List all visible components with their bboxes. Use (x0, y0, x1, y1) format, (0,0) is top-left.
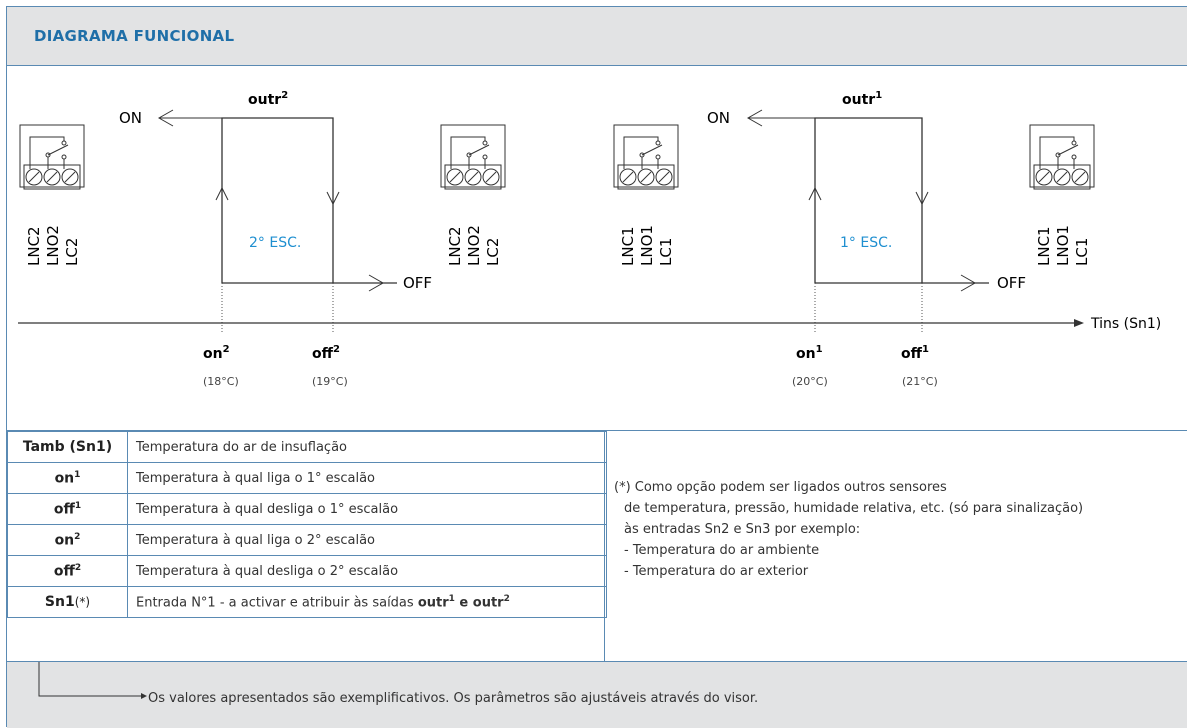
legend-symbol: on1 (7, 462, 128, 494)
note-line: - Temperatura do ar ambiente (624, 543, 820, 558)
relay-icon-lnc1-right (1029, 124, 1095, 190)
notes: (*) Como opção podem ser ligados outros … (614, 477, 1083, 582)
relay-label: LNO2 (465, 225, 483, 266)
on-temp-label: (20°C) (792, 375, 828, 388)
off-temp-label: (21°C) (902, 375, 938, 388)
relay-icon-lnc2-right (440, 124, 506, 190)
relay-label: LNO1 (1054, 225, 1072, 266)
off-temp-label: (19°C) (312, 375, 348, 388)
section-divider (7, 430, 1187, 431)
legend-symbol: Sn1(*) (7, 586, 128, 618)
legend-description: Temperatura do ar de insuflação (127, 431, 607, 463)
note-line: - Temperatura do ar exterior (624, 564, 809, 579)
stage-label: 1° ESC. (840, 235, 892, 251)
footer-note: Os valores apresentados são exemplificat… (148, 691, 759, 706)
off-point-label: off1 (901, 344, 929, 362)
diagram-frame (6, 6, 1187, 727)
page-title: DIAGRAMA FUNCIONAL (34, 27, 235, 45)
legend-symbol: off1 (7, 493, 128, 525)
legend-description: Temperatura à qual liga o 1° escalão (127, 462, 607, 494)
relay-label: LNC1 (1035, 226, 1053, 266)
footer-bar: Os valores apresentados são exemplificat… (7, 661, 1187, 728)
legend-symbol: off2 (7, 555, 128, 587)
legend-description: Temperatura à qual desliga o 1° escalão (127, 493, 607, 525)
relay-label: LNC2 (446, 226, 464, 266)
functional-diagram: LNC2 LNO2 LC2 ON outr2 OFF 2° ESC. LNC2 … (18, 90, 1161, 388)
off-label: OFF (403, 274, 432, 292)
note-line: (*) Como opção podem ser ligados outros … (614, 480, 947, 495)
table-row: on2 Temperatura à qual liga o 2° escalão (7, 524, 607, 556)
relay-labels-right-1: LNC1 LNO1 LC1 (619, 225, 675, 266)
relay-icon-lnc1-left (613, 124, 679, 190)
relay-label: LC2 (63, 238, 81, 266)
on-point-label: on1 (796, 344, 823, 362)
legend-description: Temperatura à qual desliga o 2° escalão (127, 555, 607, 587)
table-row: off2 Temperatura à qual desliga o 2° esc… (7, 555, 607, 587)
note-line: às entradas Sn2 e Sn3 por exemplo: (624, 522, 861, 537)
relay-label: LNO1 (638, 225, 656, 266)
on-point-label: on2 (203, 344, 230, 362)
legend-symbol: Tamb (Sn1) (7, 431, 128, 463)
table-row: Sn1(*) Entrada N°1 - a activar e atribui… (7, 586, 607, 618)
note-line: de temperatura, pressão, humidade relati… (624, 501, 1084, 516)
relay-label: LNC2 (25, 226, 43, 266)
relay-label: LC1 (1073, 238, 1091, 266)
legend-table: Tamb (Sn1) Temperatura do ar de insuflaç… (7, 431, 607, 618)
table-row: on1 Temperatura à qual liga o 1° escalão (7, 462, 607, 494)
on-temp-label: (18°C) (203, 375, 239, 388)
axis-label: Tins (Sn1) (1090, 316, 1161, 332)
output-label: outr2 (248, 90, 288, 108)
output-label: outr1 (842, 90, 882, 108)
arrow-icon (38, 662, 147, 699)
header-bar: DIAGRAMA FUNCIONAL (7, 7, 1187, 66)
off-label: OFF (997, 274, 1026, 292)
table-row: off1 Temperatura à qual desliga o 1° esc… (7, 493, 607, 525)
on-label: ON (119, 109, 142, 127)
relay-icon-lnc2-left (19, 124, 85, 190)
stage-label: 2° ESC. (249, 235, 301, 251)
relay-label: LC2 (484, 238, 502, 266)
relay-labels-left-2: LNC2 LNO2 LC2 (446, 225, 502, 266)
relay-labels-right-2: LNC1 LNO1 LC1 (1035, 225, 1091, 266)
off-point-label: off2 (312, 344, 340, 362)
table-row: Tamb (Sn1) Temperatura do ar de insuflaç… (7, 431, 607, 463)
relay-label: LNO2 (44, 225, 62, 266)
legend-description: Entrada N°1 - a activar e atribuir às sa… (127, 586, 607, 618)
legend-description: Temperatura à qual liga o 2° escalão (127, 524, 607, 556)
relay-labels-left-1: LNC2 LNO2 LC2 (25, 225, 81, 266)
legend-symbol: on2 (7, 524, 128, 556)
relay-label: LNC1 (619, 226, 637, 266)
relay-label: LC1 (657, 238, 675, 266)
on-label: ON (707, 109, 730, 127)
